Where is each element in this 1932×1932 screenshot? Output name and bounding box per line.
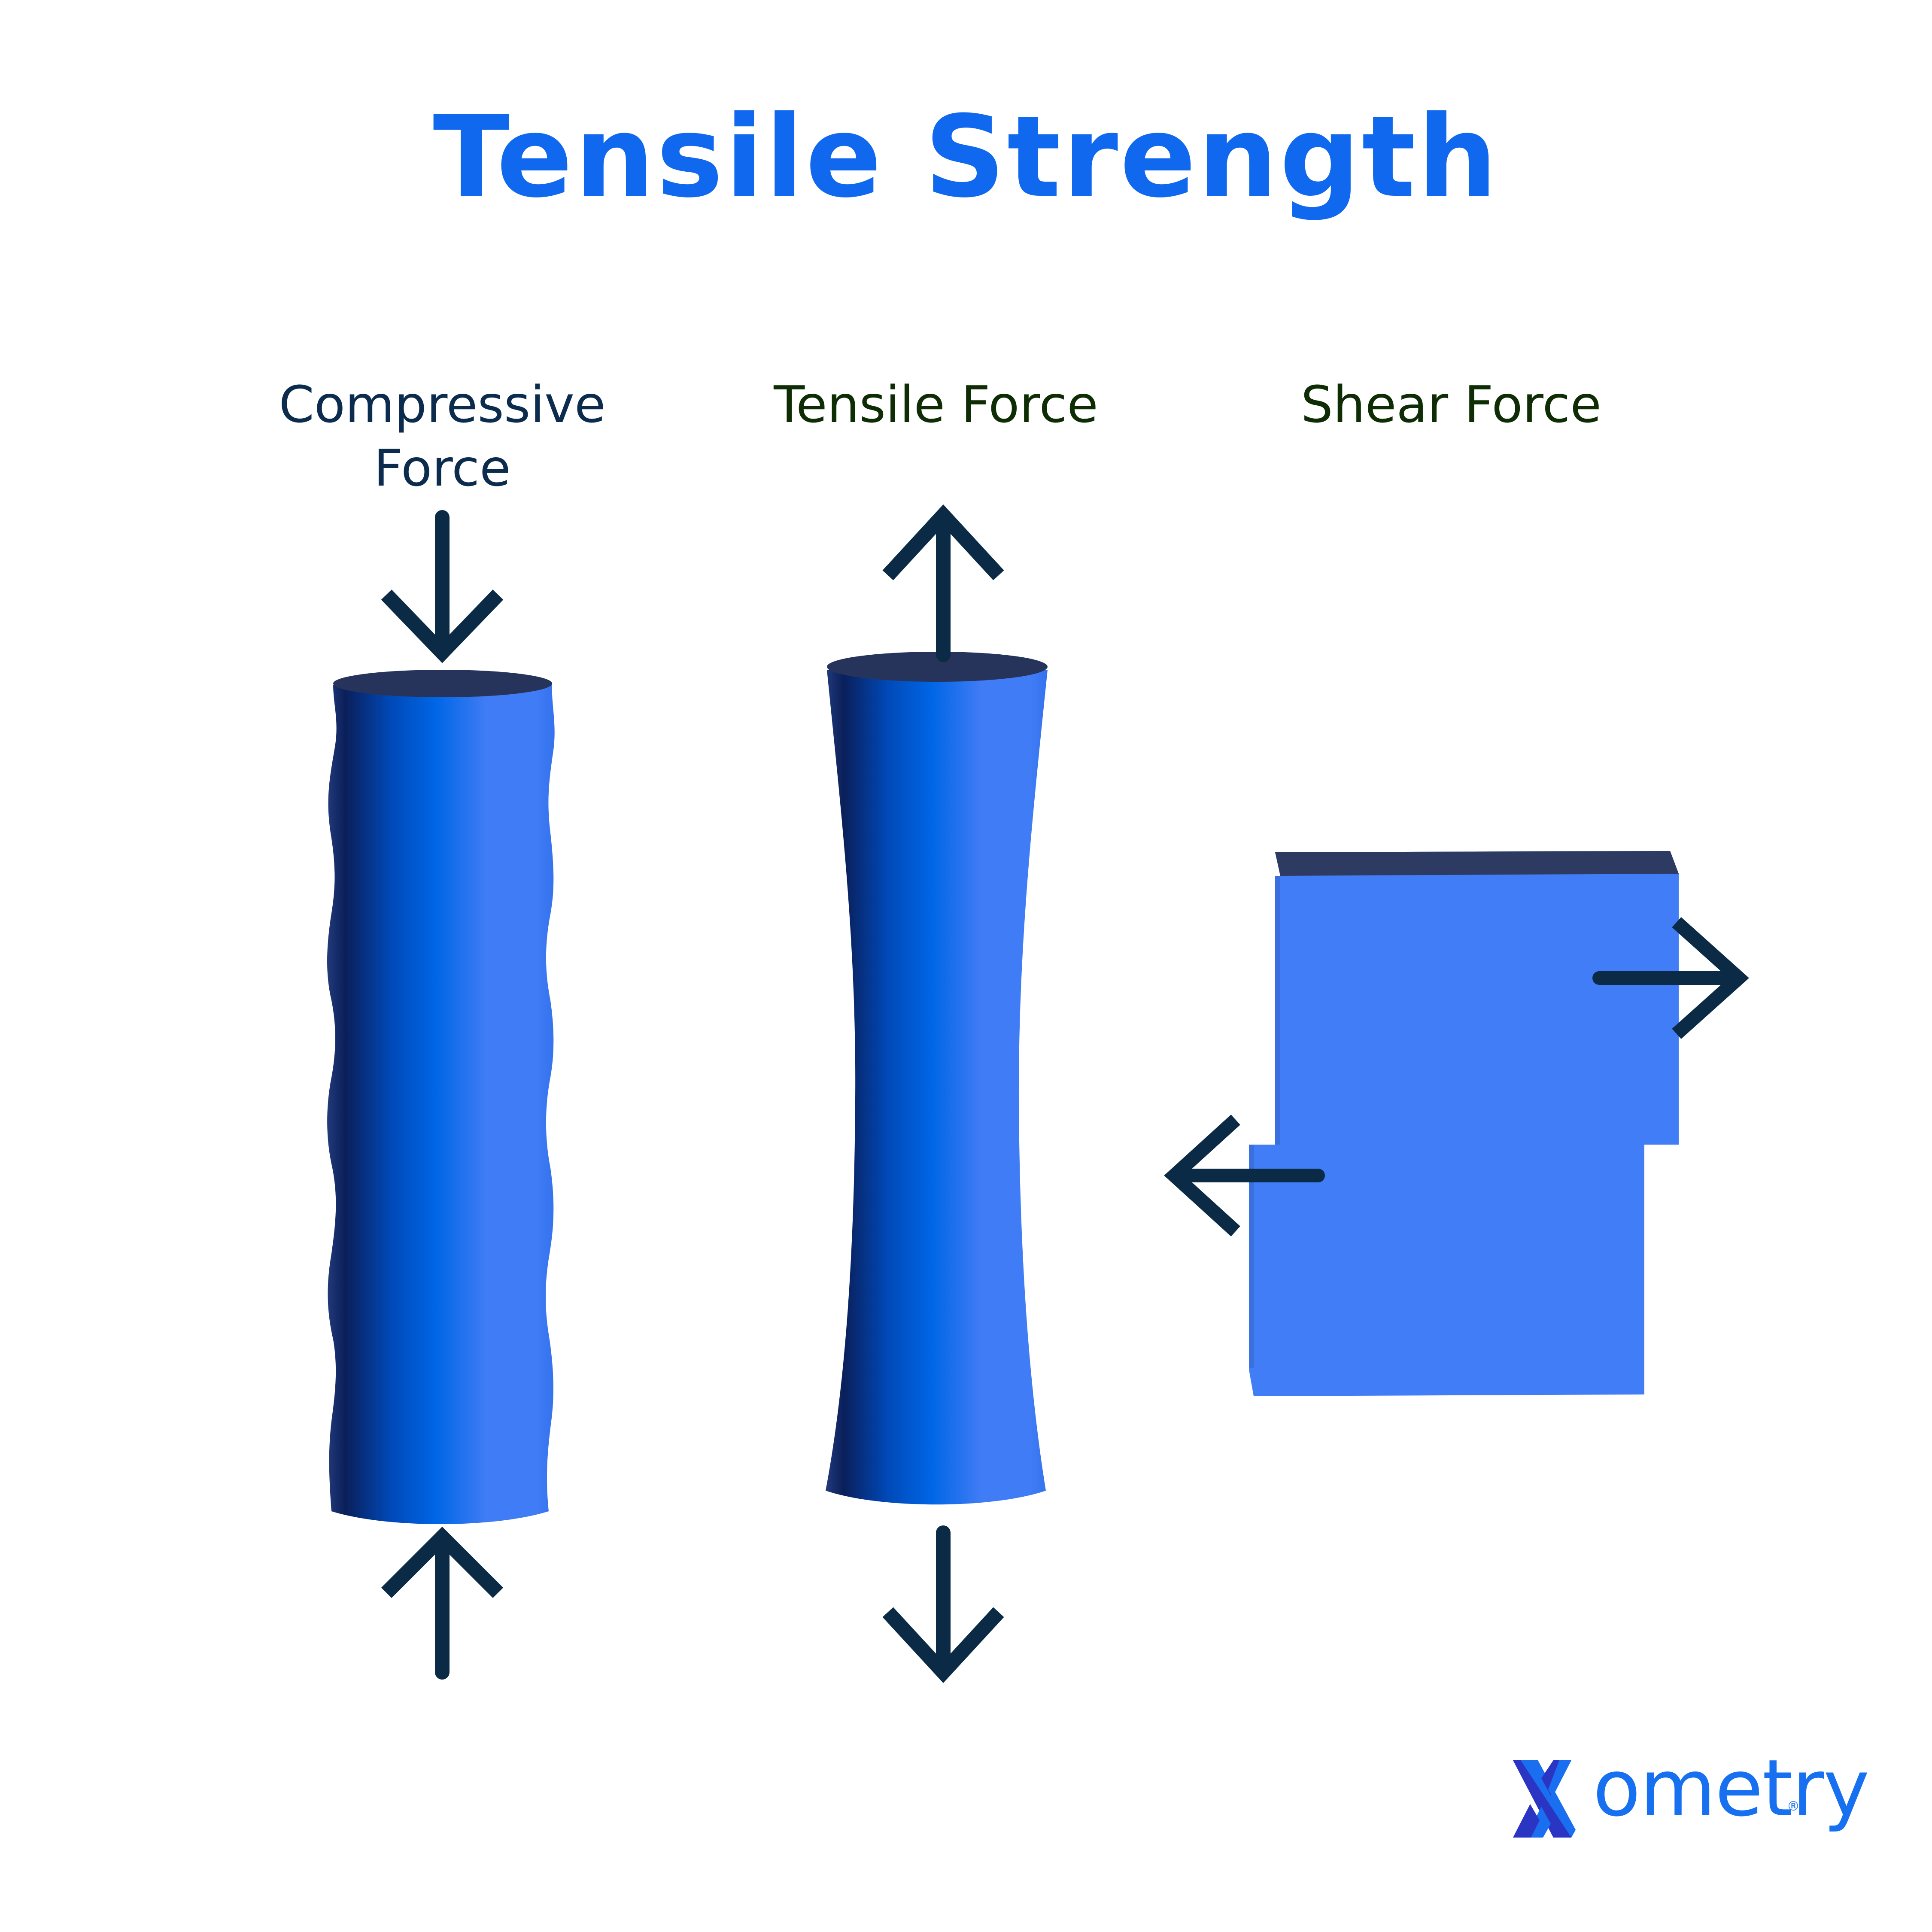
compressive-cylinder-body [327, 685, 555, 1524]
tensile-arrows [882, 504, 1004, 1683]
arrow-up-icon [882, 504, 1004, 580]
compressive-cylinder [327, 670, 555, 1524]
compressive-label-line1: Compressive [279, 375, 606, 434]
shear-top-block-edge [1275, 851, 1679, 876]
shear-top-block-side [1275, 876, 1280, 1145]
shear-arrows [1164, 917, 1749, 1236]
arrow-left-icon [1164, 1115, 1240, 1236]
compressive-cylinder-cap [333, 670, 552, 697]
registered-mark: ® [1787, 1799, 1800, 1814]
tensile-cylinder [826, 652, 1048, 1505]
shear-blocks [1249, 851, 1679, 1396]
tensile-force-label: Tensile Force [774, 375, 1098, 434]
xometry-logo: ometry ® [1511, 1747, 1870, 1838]
page-title: Tensile Strength [433, 91, 1499, 222]
tensile-cylinder-cap [827, 652, 1048, 682]
arrow-down-icon [381, 589, 504, 663]
arrow-right-icon [1672, 917, 1749, 1039]
arrow-up-icon [381, 1526, 504, 1598]
shear-bottom-block-side [1249, 1145, 1254, 1368]
xometry-wordmark: ometry [1593, 1743, 1870, 1834]
shear-force-label: Shear Force [1301, 375, 1601, 434]
shear-bottom-block [1249, 1145, 1644, 1396]
compressive-label-line2: Force [374, 438, 511, 498]
compressive-force-label: Compressive Force [266, 373, 618, 500]
compressive-arrows [381, 510, 504, 1680]
xometry-x-mark-icon [1513, 1760, 1576, 1838]
tensile-cylinder-body [826, 670, 1048, 1505]
shear-top-block [1275, 851, 1679, 1145]
arrow-down-icon [882, 1607, 1004, 1683]
